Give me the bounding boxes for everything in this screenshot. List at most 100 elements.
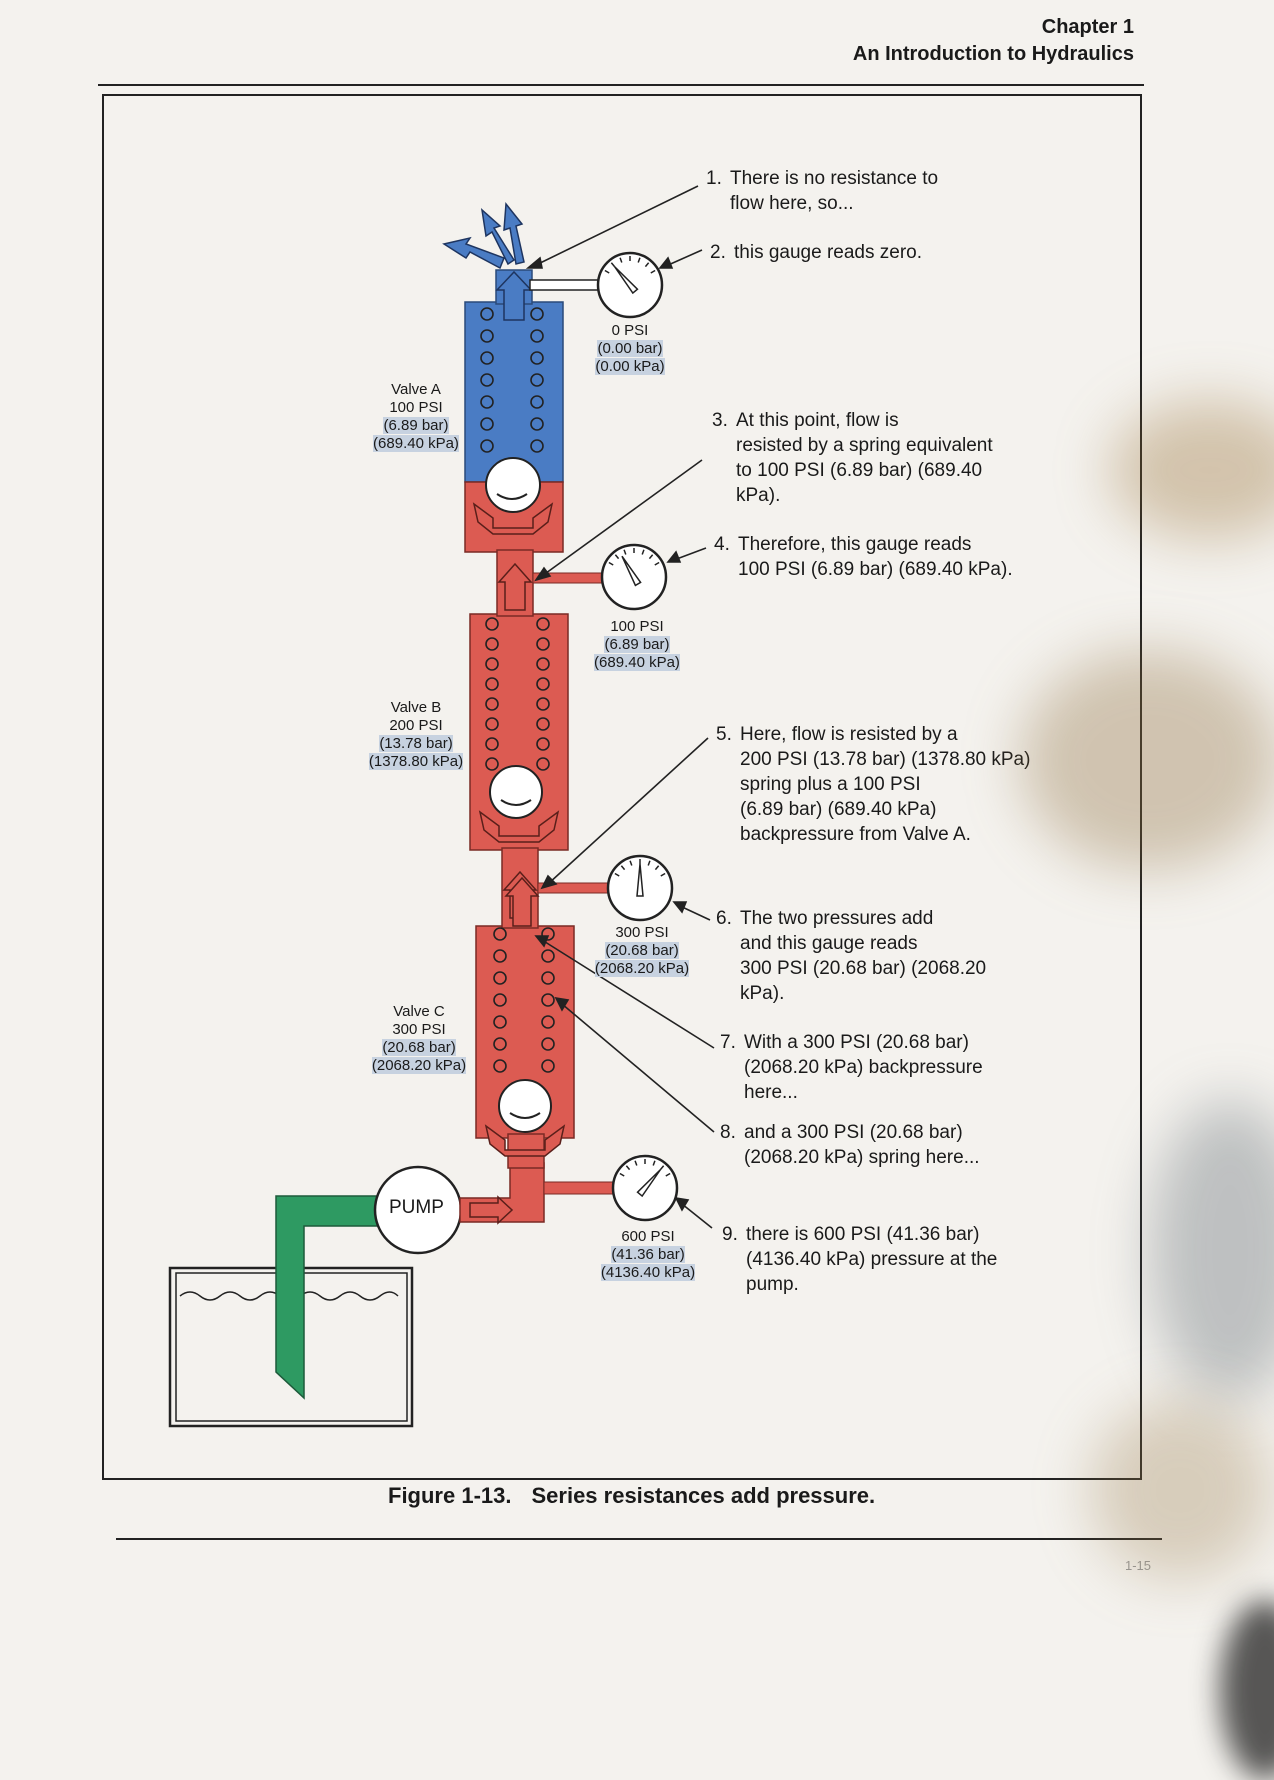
spring-coil <box>480 351 494 365</box>
step-line: backpressure from Valve A. <box>740 824 971 845</box>
valve-b-psi: 200 PSI <box>389 717 443 734</box>
spring-coil <box>485 677 499 691</box>
valve-a-bar: (6.89 bar) <box>383 417 449 434</box>
callout-step-9: 9.there is 600 PSI (41.36 bar)(4136.40 k… <box>722 1222 998 1297</box>
step-line: With a 300 PSI (20.68 bar) <box>744 1032 969 1053</box>
spring-coil <box>485 757 499 771</box>
step-line: here... <box>744 1082 798 1103</box>
spring-coil <box>530 351 544 365</box>
valve-a-name: Valve A <box>391 381 441 398</box>
valve-a <box>464 269 564 617</box>
valve-c <box>475 925 575 1169</box>
chapter-header: Chapter 1 An Introduction to Hydraulics <box>853 14 1134 68</box>
valve-c-inlet-arrow <box>504 876 540 927</box>
gauge-2-label: 100 PSI (6.89 bar) (689.40 kPa) <box>582 618 692 672</box>
step-number: 2. <box>710 242 726 263</box>
page-number: 1-15 <box>1125 1558 1152 1573</box>
spring-coil <box>536 737 550 751</box>
valve-a-label: Valve A 100 PSI (6.89 bar) (689.40 kPa) <box>362 381 470 453</box>
pressure-gauge-4 <box>611 1154 679 1222</box>
step-line: resisted by a spring equivalent <box>736 435 993 456</box>
chapter-title: An Introduction to Hydraulics <box>852 43 1134 65</box>
step-line: (2068.20 kPa) spring here... <box>744 1147 980 1168</box>
step-number: 1. <box>706 168 722 189</box>
callout-step-2: 2.this gauge reads zero. <box>710 240 922 265</box>
spring-coil <box>485 717 499 731</box>
gauge-needle <box>636 1169 662 1198</box>
figure-number: Figure 1-13. <box>388 1483 512 1508</box>
spring-coil <box>541 1059 555 1073</box>
gauge-4-label: 600 PSI (41.36 bar) (4136.40 kPa) <box>592 1228 704 1282</box>
valve-b-kpa: (1378.80 kPa) <box>368 753 464 770</box>
gauge-4-kpa: (4136.40 kPa) <box>600 1264 696 1281</box>
gauge-1-psi: 0 PSI <box>611 322 649 339</box>
step-line: 200 PSI (13.78 bar) (1378.80 kPa) <box>740 749 1031 770</box>
step-line: Here, flow is resisted by a <box>740 724 958 745</box>
spring-coil <box>485 637 499 651</box>
gauge-3-bar: (20.68 bar) <box>605 942 679 959</box>
step-line: (4136.40 kPa) pressure at the <box>746 1249 998 1270</box>
spring-coil <box>530 307 544 321</box>
pressure-gauge-1 <box>596 251 664 319</box>
step-line: kPa). <box>736 485 781 506</box>
spring-coil <box>530 373 544 387</box>
step-line: (2068.20 kPa) backpressure <box>744 1057 983 1078</box>
figure-title: Series resistances add pressure. <box>531 1483 876 1508</box>
spring-coil <box>480 307 494 321</box>
callout-step-7: 7. With a 300 PSI (20.68 bar) (2068.20 kPa… <box>720 1030 983 1105</box>
step-line: 300 PSI (20.68 bar) (2068.20 <box>740 958 987 979</box>
step-number: 6. <box>716 908 732 929</box>
gauge-needle <box>621 555 642 587</box>
gauge-2-bar: (6.89 bar) <box>604 636 670 653</box>
valve-c-psi: 300 PSI <box>392 1021 446 1038</box>
spring-coil <box>493 949 507 963</box>
spring-coil <box>493 971 507 985</box>
spring-coil <box>536 617 550 631</box>
gauge-3-psi: 300 PSI <box>615 924 669 941</box>
gauge-2-kpa: (689.40 kPa) <box>594 654 680 671</box>
step-line: There is no resistance to <box>730 168 939 189</box>
valve-a-kpa: (689.40 kPa) <box>373 435 459 452</box>
header-rule <box>98 84 1144 86</box>
chapter-number: Chapter 1 <box>1041 16 1134 38</box>
figure-frame <box>102 94 1142 1480</box>
spring-coil <box>536 637 550 651</box>
spring-coil <box>485 737 499 751</box>
step-line: The two pressures add <box>740 908 934 929</box>
spring-coil <box>536 717 550 731</box>
pressure-gauges <box>596 251 679 1222</box>
pump-flow-arrow <box>469 1195 514 1225</box>
spring-coil <box>493 927 507 941</box>
step-number: 5. <box>716 724 732 745</box>
spring-coil <box>480 373 494 387</box>
footer-rule <box>116 1538 1162 1540</box>
gauge-3-label: 300 PSI (20.68 bar) (2068.20 kPa) <box>586 924 698 978</box>
pump-label: PUMP <box>389 1197 444 1218</box>
spring-coil <box>485 657 499 671</box>
valve-c-label: Valve C 300 PSI (20.68 bar) (2068.20 kPa… <box>364 1003 474 1075</box>
valve-c-kpa: (2068.20 kPa) <box>371 1057 467 1074</box>
spring-coil <box>536 657 550 671</box>
step-line: (6.89 bar) (689.40 kPa) <box>740 799 937 820</box>
spring-coil <box>536 677 550 691</box>
valve-b-bar: (13.78 bar) <box>379 735 453 752</box>
step-line: kPa). <box>740 983 785 1004</box>
gauge-needle <box>613 266 639 295</box>
spring-coil <box>541 1015 555 1029</box>
pressure-gauge-2 <box>600 543 668 611</box>
step-line: and a 300 PSI (20.68 bar) <box>744 1122 963 1143</box>
gauge-1-bar: (0.00 bar) <box>597 340 663 357</box>
spring-coil <box>541 1037 555 1051</box>
gauge-3-kpa: (2068.20 kPa) <box>594 960 690 977</box>
gauge-needle <box>636 863 644 897</box>
step-number: 7. <box>720 1032 736 1053</box>
spring-coil <box>480 439 494 453</box>
gauge-1-label: 0 PSI (0.00 bar) (0.00 kPa) <box>580 322 680 376</box>
step-number: 3. <box>712 410 728 431</box>
step-line: to 100 PSI (6.89 bar) (689.40 <box>736 460 983 481</box>
spring-coil <box>485 697 499 711</box>
spring-coil <box>530 395 544 409</box>
